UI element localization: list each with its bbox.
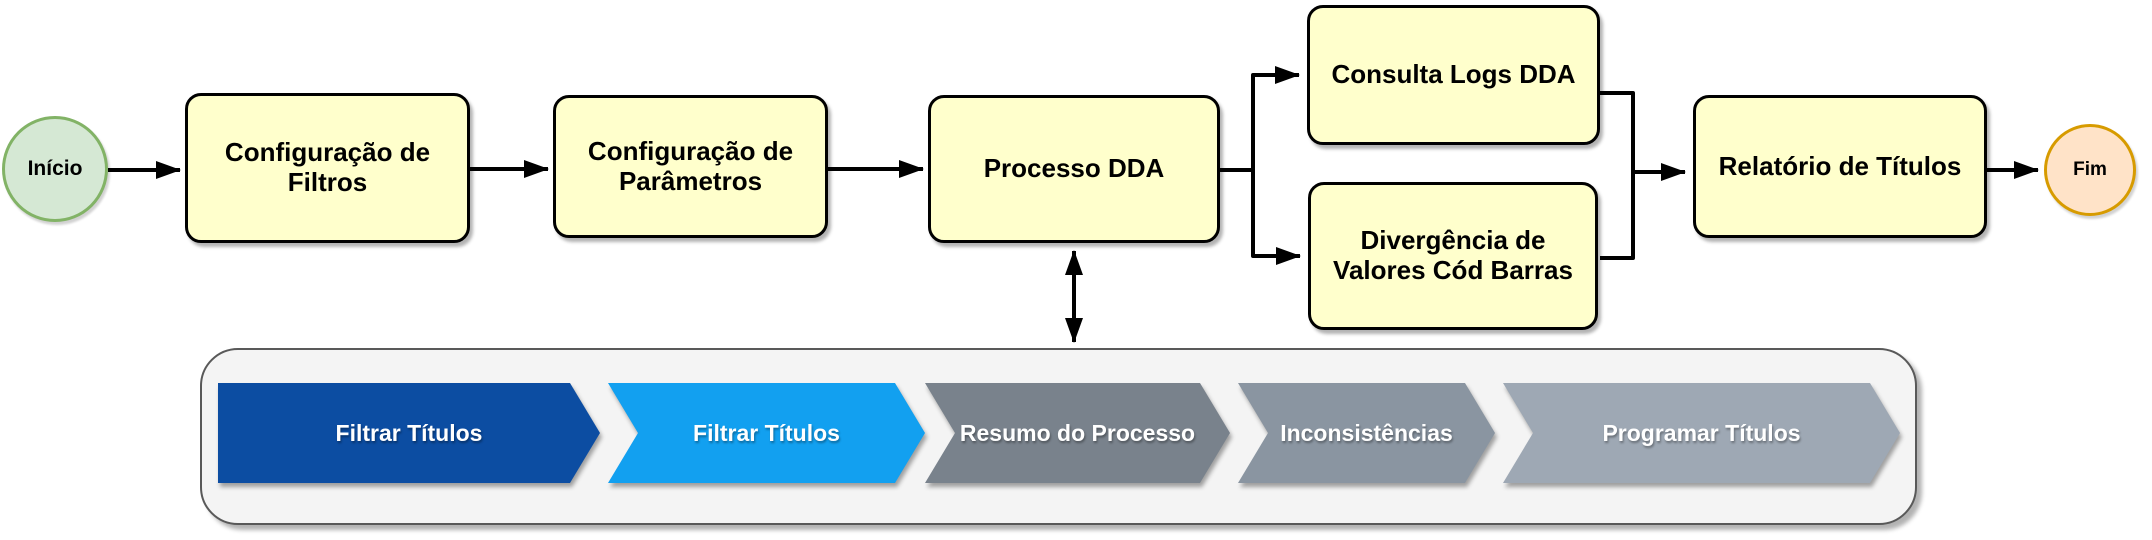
start-terminal-label: Início xyxy=(27,157,83,180)
start-terminal: Início xyxy=(2,116,108,222)
step-inconsistencias: Inconsistências xyxy=(1238,383,1495,483)
step-programar-titulos: Programar Títulos xyxy=(1503,383,1900,483)
step-filtrar-titulos-1: Filtrar Títulos xyxy=(218,383,600,483)
node-relatorio-titulos: Relatório de Títulos xyxy=(1693,95,1987,238)
step-label: Resumo do Processo xyxy=(959,419,1196,446)
node-label: Consulta Logs DDA xyxy=(1331,59,1576,90)
end-terminal-label: Fim xyxy=(2073,159,2107,180)
node-processo-dda: Processo DDA xyxy=(928,95,1220,243)
step-filtrar-titulos-2: Filtrar Títulos xyxy=(608,383,925,483)
node-configuracao-filtros: Configuração de Filtros xyxy=(185,93,470,243)
step-label: Filtrar Títulos xyxy=(693,419,840,446)
step-label: Programar Títulos xyxy=(1602,419,1801,446)
edge-split-consulta xyxy=(1251,66,1300,170)
node-label: Processo DDA xyxy=(983,153,1165,184)
node-label: Configuração de Parâmetros xyxy=(587,135,794,196)
node-label: Divergência de Valores Cód Barras xyxy=(1333,225,1573,285)
node-label: Configuração de Filtros xyxy=(224,137,431,197)
node-divergencia-valores-cod-barras: Divergência de Valores Cód Barras xyxy=(1308,182,1598,330)
node-consulta-logs-dda: Consulta Logs DDA xyxy=(1307,5,1600,145)
node-configuracao-parametros: Configuração de Parâmetros xyxy=(553,95,828,238)
node-label: Relatório de Títulos xyxy=(1718,150,1962,181)
step-resumo-do-processo: Resumo do Processo xyxy=(925,383,1230,483)
edge-split-divergencia xyxy=(1251,170,1301,265)
step-label: Inconsistências xyxy=(1280,419,1453,446)
edge-merge-lines xyxy=(1600,91,1635,260)
step-label: Filtrar Títulos xyxy=(335,419,483,446)
end-terminal: Fim xyxy=(2044,124,2136,216)
